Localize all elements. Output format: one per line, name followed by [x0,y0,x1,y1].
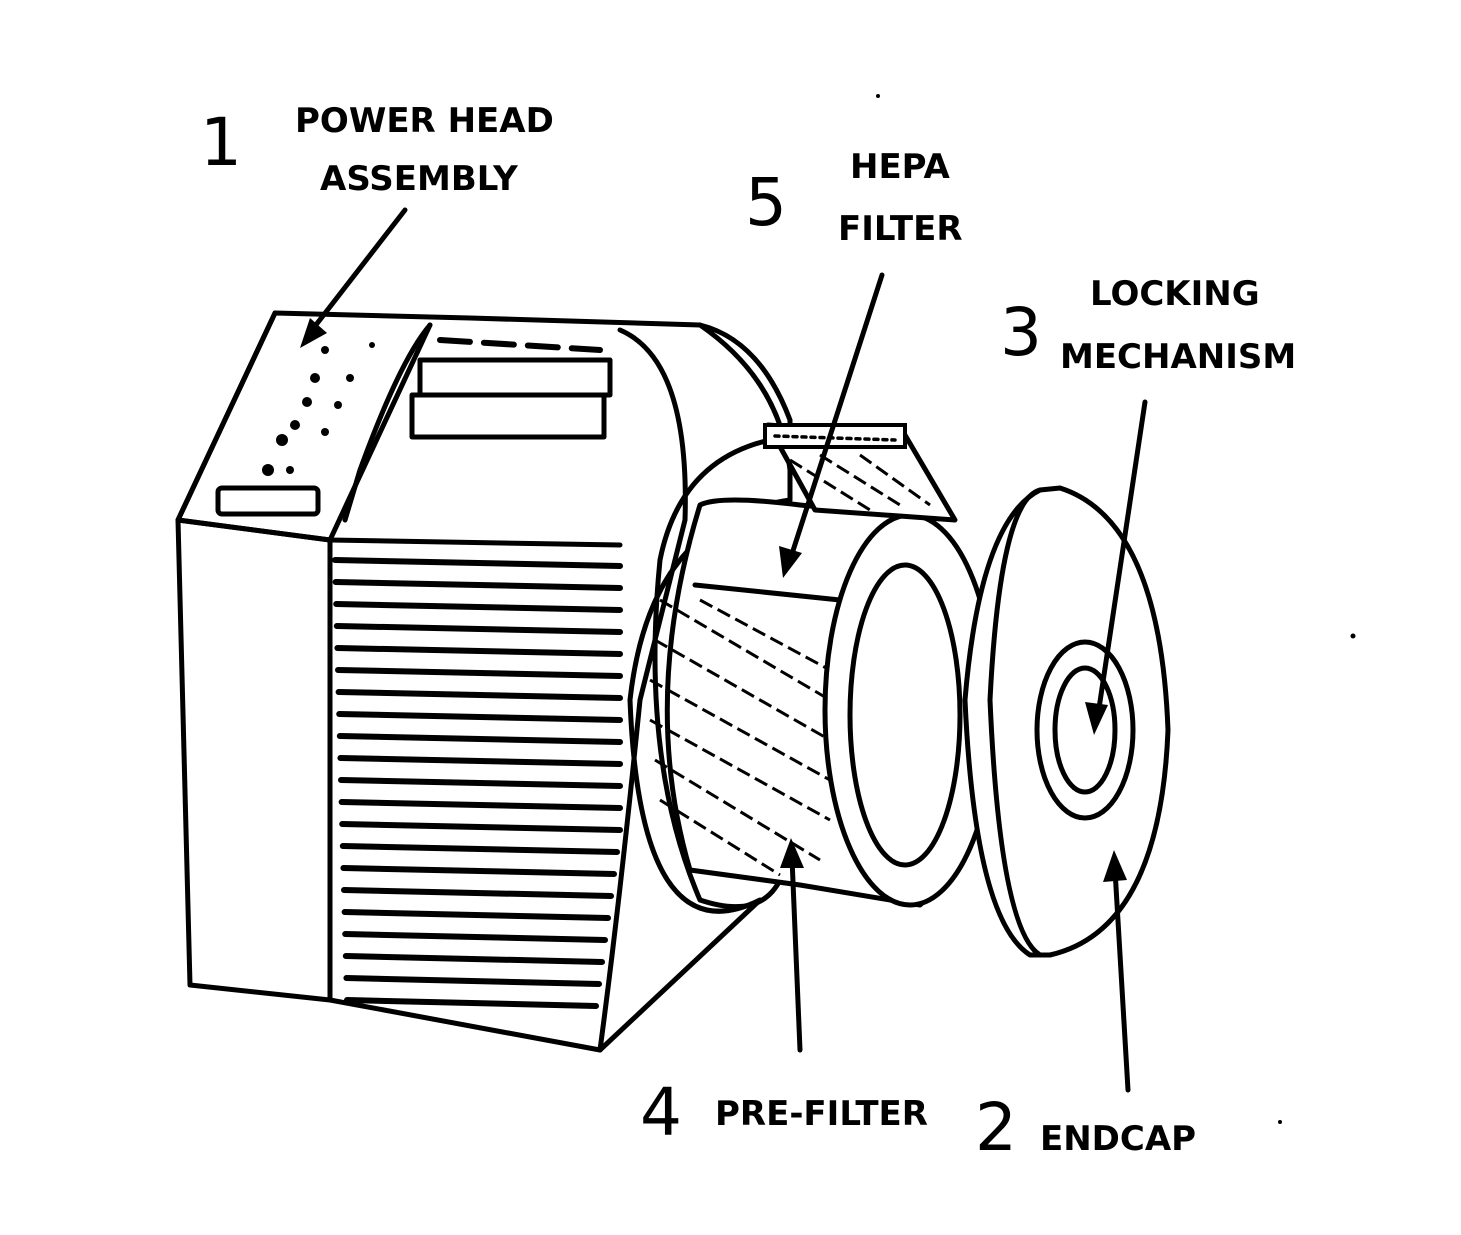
part-label-2: ENDCAP [1040,1119,1196,1159]
grille-slat [340,865,617,877]
locking-mechanism-ring [1052,665,1118,795]
part-number-5: 5 [745,164,787,241]
power-head-assembly-drawing [175,310,793,1053]
front-grille [332,557,623,1009]
leader-arrows [300,207,1148,1093]
grille-slat [338,799,623,811]
grille-slat [336,711,623,723]
part-label-5-line-2: FILTER [838,209,963,249]
label-pre-filter: 4 PRE-FILTER [640,1074,928,1151]
hepa-filter-drawing [649,422,998,910]
label-endcap: 2 ENDCAP [975,1089,1196,1166]
grille-slat [332,579,623,591]
grille-slat [339,821,623,833]
speck [1350,633,1356,639]
part-label-1-line-1: POWER HEAD [295,101,554,141]
grille-slat [342,953,605,965]
grille-slat [334,645,623,657]
part-label-5-line-1: HEPA [850,147,950,187]
grille-slat [343,975,602,987]
part-label-4: PRE-FILTER [715,1094,928,1134]
grille-slat [344,997,599,1009]
label-hepa-filter: 5 HEPA FILTER [745,147,963,249]
brand-logo-badge [215,485,321,517]
part-label-3-line-2: MECHANISM [1060,337,1296,377]
part-number-1: 1 [200,104,242,181]
grille-slat [335,667,623,679]
grille-slat [335,689,623,701]
endcap-drawing [962,485,1171,958]
grille-slat [341,909,611,921]
pleated-media [649,598,831,877]
grille-slat [336,733,623,745]
label-power-head-assembly: 1 POWER HEAD ASSEMBLY [200,101,554,199]
grille-slat [342,931,608,943]
part-label-3-line-1: LOCKING [1090,274,1260,314]
grille-slat [332,557,623,569]
grille-slat [341,887,614,899]
grille-slat [338,777,623,789]
control-buttons [262,342,375,476]
part-number-3: 3 [1000,294,1042,371]
speck [1278,1120,1282,1124]
part-number-4: 4 [640,1074,682,1151]
label-locking-mechanism: 3 LOCKING MECHANISM [1000,274,1296,377]
part-number-2: 2 [975,1089,1017,1166]
part-label-1-line-2: ASSEMBLY [320,159,518,199]
grille-slat [333,601,623,613]
grille-slat [337,755,623,767]
grille-slat [339,843,620,855]
grille-slat [333,623,623,635]
speck [876,94,880,98]
